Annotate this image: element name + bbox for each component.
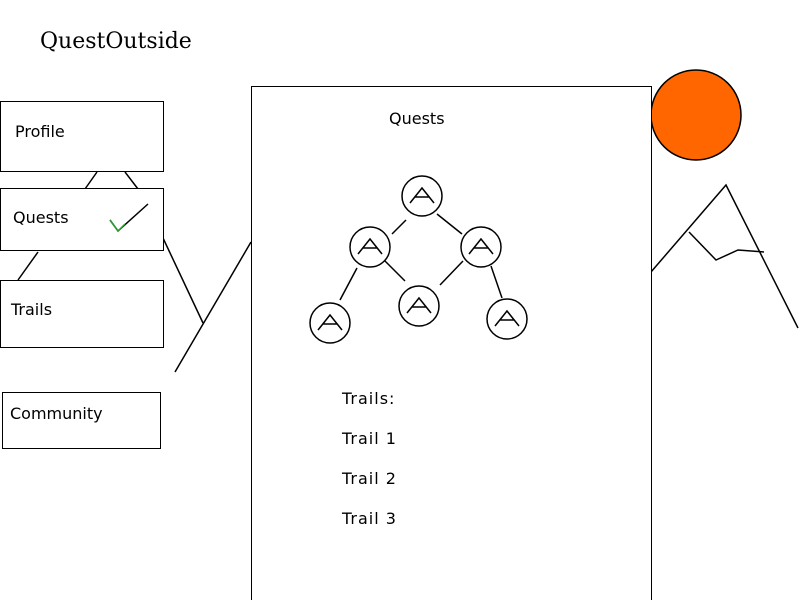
sun-icon xyxy=(650,69,742,161)
quest-node[interactable] xyxy=(398,285,440,327)
path-line xyxy=(162,237,252,373)
quest-node[interactable] xyxy=(349,226,391,268)
app-title: QuestOutside xyxy=(40,29,192,54)
quest-tree-edges xyxy=(339,213,503,301)
sidebar-item-label: Quests xyxy=(13,208,69,227)
quest-tree xyxy=(309,175,528,344)
trails-heading: Trails: xyxy=(342,389,396,408)
sidebar-item-profile[interactable]: Profile xyxy=(0,101,164,172)
quest-node[interactable] xyxy=(401,175,443,217)
quests-panel: Quests xyxy=(251,86,652,600)
mountain-icon xyxy=(650,183,799,329)
sidebar-item-label: Profile xyxy=(15,122,65,141)
sidebar-item-community[interactable]: Community xyxy=(2,392,161,449)
sidebar-item-label: Trails xyxy=(11,300,53,319)
quest-node[interactable] xyxy=(309,302,351,344)
sidebar-item-quests[interactable]: Quests xyxy=(0,188,164,251)
checkmark-icon xyxy=(109,203,149,233)
quest-node[interactable] xyxy=(460,226,502,268)
panel-title: Quests xyxy=(389,109,445,128)
sidebar-connector-lines xyxy=(17,171,139,281)
trail-item[interactable]: Trail 3 xyxy=(342,509,397,528)
sidebar-item-trails[interactable]: Trails xyxy=(0,280,164,348)
quest-node[interactable] xyxy=(486,298,528,340)
sidebar-item-label: Community xyxy=(10,404,103,423)
trail-item[interactable]: Trail 2 xyxy=(342,469,397,488)
trail-item[interactable]: Trail 1 xyxy=(342,429,397,448)
